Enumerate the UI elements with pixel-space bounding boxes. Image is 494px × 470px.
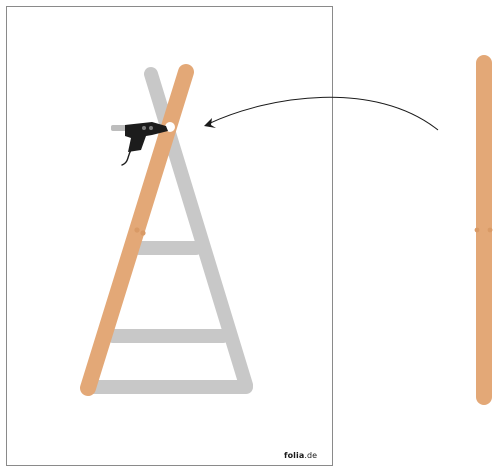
wood-stick-loose — [475, 63, 493, 397]
glue-gun-button — [149, 126, 153, 130]
brand-logo: folia.de — [284, 451, 317, 460]
stick-joint-mark — [488, 228, 493, 233]
arrow-line — [208, 97, 438, 130]
glue-gun-button — [142, 126, 146, 130]
arrow-head — [204, 118, 216, 128]
stick-joint-mark — [140, 230, 145, 235]
curved-arrow-icon — [204, 97, 438, 130]
brand-name: folia — [284, 451, 304, 460]
glue-gun-cable — [122, 150, 131, 165]
brand-tld: .de — [304, 451, 317, 460]
stick-joint-mark — [475, 228, 480, 233]
stick-joint-mark — [134, 227, 139, 232]
